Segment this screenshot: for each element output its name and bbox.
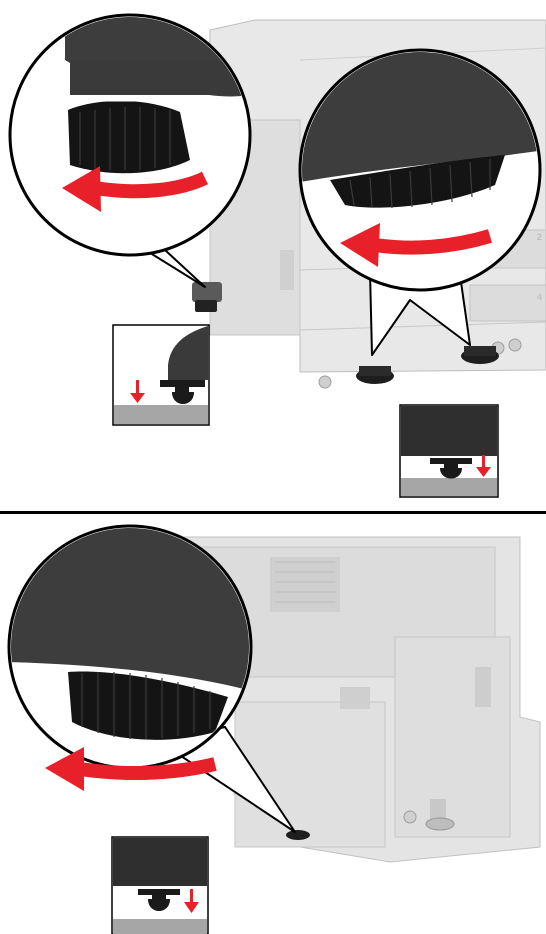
step-2-diagram <box>0 517 546 934</box>
rear-foot-left <box>356 366 394 384</box>
rear-foot-right <box>461 346 499 364</box>
inset-rear-foot <box>400 405 498 497</box>
inset-right-side-foot <box>112 837 208 934</box>
inset-front-left-foot <box>113 325 209 425</box>
step-1-illustration: 2 4 <box>0 0 546 500</box>
tray-label-4: 4 <box>537 292 542 302</box>
step-divider <box>0 511 546 514</box>
step-1-diagram: 2 4 <box>0 0 546 500</box>
step-2-illustration <box>0 517 546 934</box>
tray-label-2: 2 <box>537 232 542 242</box>
